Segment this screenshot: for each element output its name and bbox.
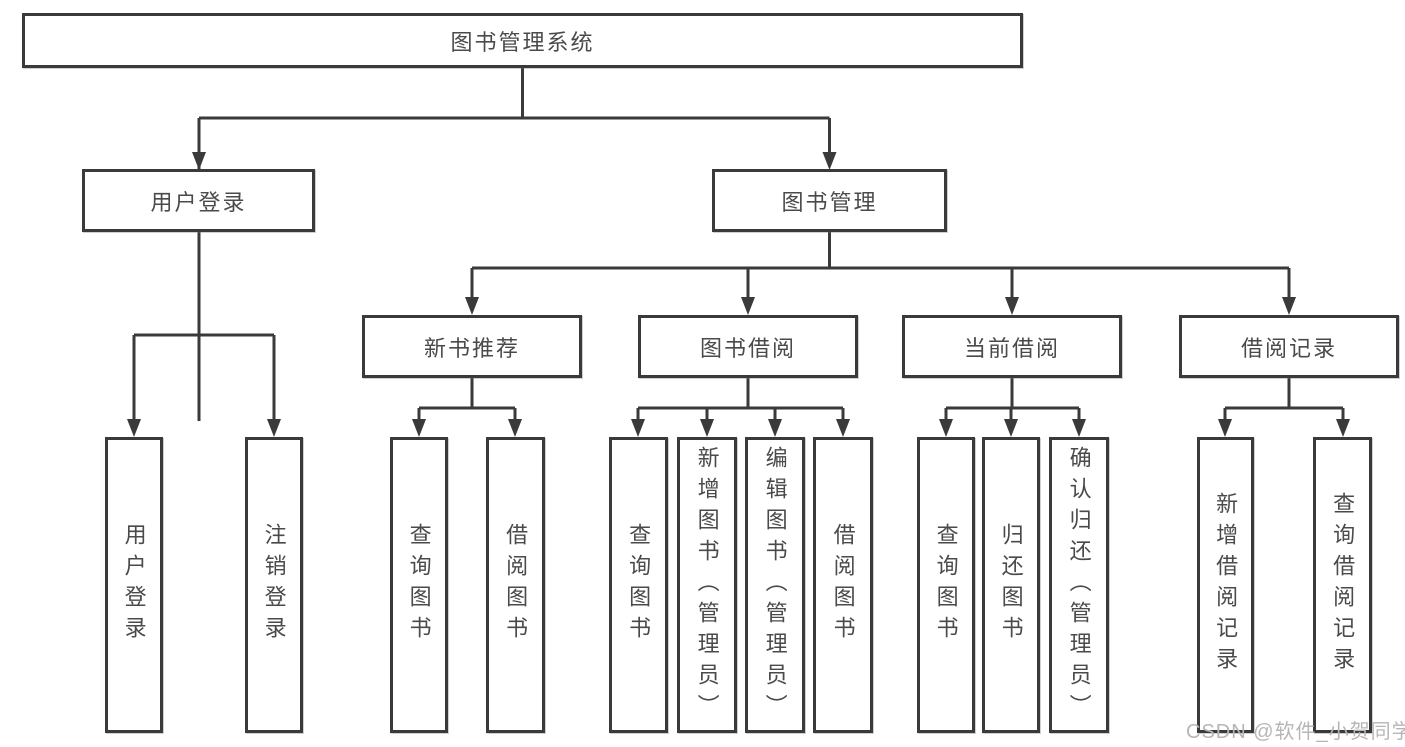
- leaf-add-borrow-record: 新增借阅记录: [1197, 437, 1254, 733]
- connector-current-borrowing-to-leaves: [939, 378, 1086, 437]
- leaf-label: 编辑图书（管理员）: [762, 445, 788, 725]
- arrow-head: [192, 152, 206, 170]
- leaf-query-books-borrowing: 查询图书: [609, 437, 668, 733]
- arrow-head: [1336, 419, 1350, 437]
- arrow-head: [508, 419, 522, 437]
- arrow-head: [1282, 297, 1296, 315]
- leaf-label: 注销登录: [261, 523, 287, 647]
- leaf-user-login: 用户登录: [105, 437, 163, 733]
- leaf-label: 借阅图书: [503, 523, 529, 647]
- leaf-label: 新增借阅记录: [1213, 492, 1239, 678]
- csdn-watermark: CSDN @软件_小贺同学: [1186, 721, 1405, 743]
- connector-user-login-to-leaves: [127, 232, 281, 437]
- leaf-add-book-admin: 新增图书（管理员）: [677, 437, 737, 733]
- arrow-head: [836, 419, 850, 437]
- arrow-head: [631, 419, 645, 437]
- arrow-head: [939, 419, 953, 437]
- leaf-label: 查询图书: [626, 523, 652, 647]
- node-book-management: 图书管理: [712, 169, 947, 232]
- arrow-head: [822, 152, 837, 170]
- arrow-head: [700, 419, 714, 437]
- leaf-query-books-current: 查询图书: [917, 437, 975, 733]
- leaf-label: 用户登录: [121, 523, 147, 647]
- leaf-label: 确认归还（管理员）: [1066, 445, 1092, 725]
- leaf-borrow-books-borrowing: 借阅图书: [813, 437, 873, 733]
- connector-new-book-recommendation-to-leaves: [412, 378, 522, 437]
- node-borrowing-records: 借阅记录: [1179, 315, 1399, 378]
- leaf-label: 查询图书: [406, 523, 432, 647]
- leaf-query-borrow-record: 查询借阅记录: [1313, 437, 1372, 733]
- connector-borrowing-records-to-leaves: [1218, 378, 1350, 437]
- arrow-head: [768, 419, 782, 437]
- leaf-label: 查询借阅记录: [1330, 492, 1356, 678]
- leaf-label: 借阅图书: [830, 523, 856, 647]
- leaf-edit-book-admin: 编辑图书（管理员）: [745, 437, 805, 733]
- leaf-label: 新增图书（管理员）: [694, 445, 720, 725]
- leaf-label: 查询图书: [933, 523, 959, 647]
- node-new-book-recommendation: 新书推荐: [362, 315, 582, 378]
- connector-book-borrowing-to-leaves: [631, 378, 850, 437]
- node-root-library-management-system: 图书管理系统: [22, 13, 1023, 68]
- leaf-return-books: 归还图书: [982, 437, 1040, 733]
- arrow-head: [741, 297, 755, 315]
- leaf-query-books-recommend: 查询图书: [390, 437, 448, 733]
- node-book-borrowing: 图书借阅: [638, 315, 858, 378]
- node-current-borrowing: 当前借阅: [902, 315, 1122, 378]
- arrow-head: [1218, 419, 1232, 437]
- leaf-borrow-books-recommend: 借阅图书: [486, 437, 545, 733]
- arrow-head: [465, 297, 479, 315]
- leaf-confirm-return-admin: 确认归还（管理员）: [1049, 437, 1109, 733]
- leaf-label: 归还图书: [998, 523, 1024, 647]
- node-user-login: 用户登录: [82, 169, 315, 232]
- connector-book-management-to-level3: [465, 232, 1296, 315]
- arrow-head: [1072, 419, 1086, 437]
- arrow-head: [1005, 297, 1019, 315]
- arrow-head: [412, 419, 426, 437]
- arrow-head: [1004, 419, 1018, 437]
- arrow-head: [127, 419, 141, 437]
- leaf-logout: 注销登录: [245, 437, 303, 733]
- arrow-head: [267, 419, 281, 437]
